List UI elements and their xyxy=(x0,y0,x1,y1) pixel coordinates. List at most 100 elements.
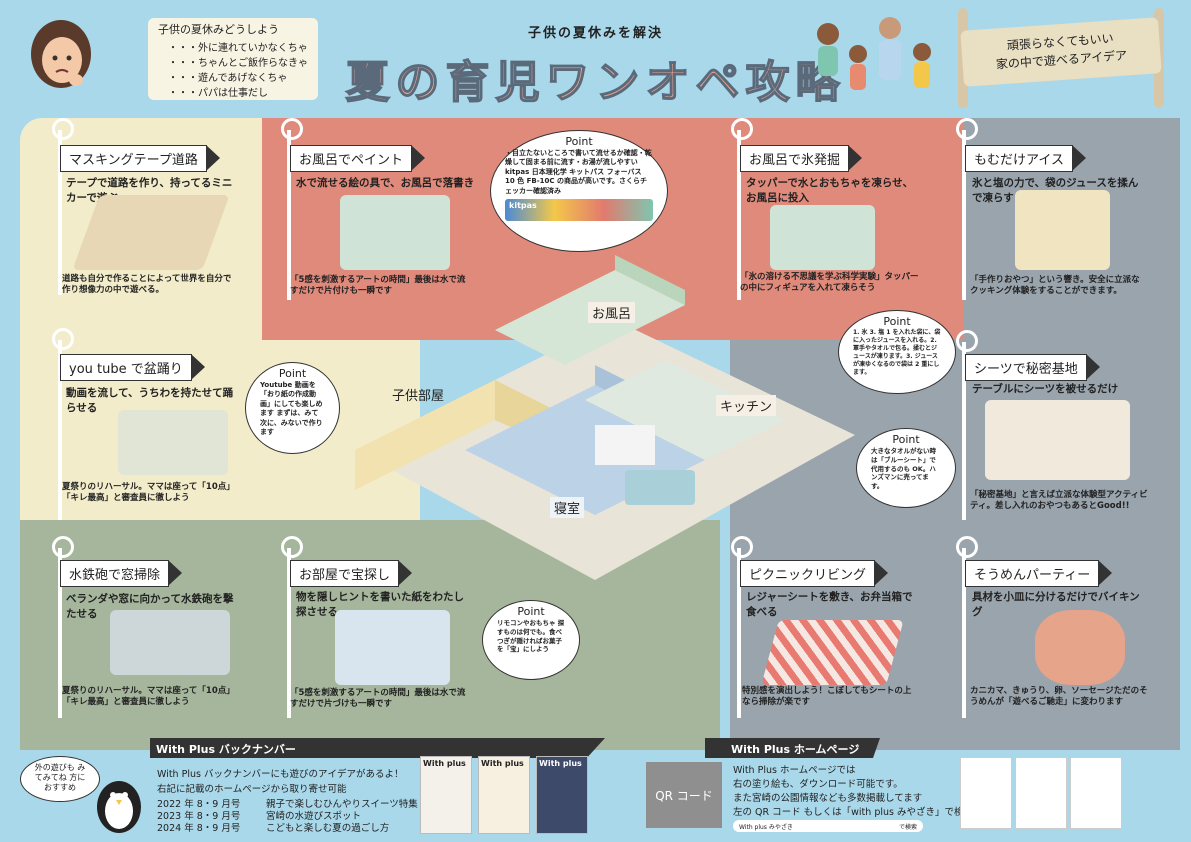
pin-picnic xyxy=(731,536,753,718)
room-label-kitchen: キッチン xyxy=(716,395,777,416)
card-desc-youtube: 動画を流して、うちわを持たせて踊らせる xyxy=(66,387,234,414)
point-youtube: Point Youtube 動画を「おり紙の作成動画」にしても楽しめます まずは… xyxy=(245,362,340,454)
card-note-youtube: 夏祭りのリハーサル。ママは座って「10点」「キレ最高」と審査員に徹しよう xyxy=(62,482,235,504)
pin-bath-ice xyxy=(731,118,753,300)
mom-avatar xyxy=(26,16,96,96)
coloring-page-3[interactable] xyxy=(1070,757,1122,829)
point-youtube-label: Point xyxy=(278,367,307,380)
banner-homepage: With Plus ホームページ xyxy=(705,738,880,758)
hp-line-4: 左の QR コード もしくは「with plus みやざき」で検索 xyxy=(733,807,973,818)
card-desc-somen: 具材を小皿に分けるだけでバイキング xyxy=(972,591,1140,618)
hp-line-2: 右の塗り絵も、ダウンロード可能です。 xyxy=(733,779,903,790)
penguin-mascot xyxy=(94,775,144,833)
house-floorplan xyxy=(345,250,865,595)
pin-treasure xyxy=(281,536,303,718)
card-note-sheets: 「秘密基地」と言えば立派な体験型アクティビティ。差し入れのおやつもあるとGood… xyxy=(970,490,1148,512)
search-box[interactable]: With plus みやざき で検索 xyxy=(733,820,923,832)
point-ice: Point 1. 氷 3. 塩 1 を入れた袋に、袋に入ったジュースを入れる。2… xyxy=(838,310,956,394)
card-note-bath-paint: 「5感を刺激するアートの時間」最後は水で流すだけで片付けも一瞬です xyxy=(290,275,466,297)
card-desc-bath-paint: 水で流せる絵の具で、お風呂で落書き xyxy=(296,177,475,189)
search-input[interactable]: With plus みやざき xyxy=(739,824,793,831)
picnic-illustration xyxy=(761,620,904,685)
card-note-masking: 道路も自分で作ることによって世界を自分で作り想像力の中で遊べる。 xyxy=(62,274,232,296)
issue-topic-1: 親子で楽しむひんやりスイーツ特集 xyxy=(266,799,418,810)
subtitle: 子供の夏休みを解決 xyxy=(527,26,663,41)
card-title-water-gun: 水鉄砲で窓掃除 xyxy=(60,560,183,587)
room-label-kids: 子供部屋 xyxy=(392,389,445,404)
page-title: 夏の育児ワンオペ攻略 xyxy=(345,56,846,109)
point-sheets: Point 大きなタオルがない時は「ブルーシート」で代用するのも OK。ハンズマ… xyxy=(856,428,956,508)
family-illustration xyxy=(806,10,946,110)
issue-date-2: 2023 年 8・9 月号 xyxy=(157,811,241,822)
momu-ice-illustration xyxy=(1015,190,1110,270)
card-note-treasure: 「5感を刺激するアートの時間」最後は水で流すだけで片づけも一瞬です xyxy=(290,688,466,710)
point-treasure-label: Point xyxy=(517,605,545,618)
card-title-picnic: ピクニックリビング xyxy=(740,560,889,587)
concern-title: 子供の夏休みどうしよう xyxy=(158,23,279,36)
card-desc-sheets: テーブルにシーツを被せるだけ xyxy=(972,383,1119,395)
card-desc-picnic: レジャーシートを敷き、お弁当箱で食べる xyxy=(746,591,913,618)
card-title-somen: そうめんパーティー xyxy=(965,560,1113,587)
card-note-somen: カニカマ、きゅうり、卵、ソーセージただのそうめんが「遊べるご馳走」に変わります xyxy=(970,686,1148,708)
card-note-picnic: 特別感を演出しよう！こぼしてもシートの上なら掃除が楽です xyxy=(742,686,912,708)
masking-illustration xyxy=(72,195,230,270)
backnumber-intro-2: 右記に記載のホームページから取り寄せ可能 xyxy=(157,784,347,795)
card-title-bath-paint: お風呂でペイント xyxy=(290,145,426,172)
card-note-momu-ice: 「手作りおやつ」という響き。安全に立派なクッキング体験をすることができます。 xyxy=(970,275,1140,297)
card-title-bath-ice: お風呂で氷発掘 xyxy=(740,145,863,172)
point-youtube-text: Youtube 動画を「おり紙の作成動画」にしても楽しめます まずは、みて次に、… xyxy=(260,381,323,437)
point-ice-text: 1. 氷 3. 塩 1 を入れた袋に、袋に入ったジュースを入れる。2. 軍手やタ… xyxy=(853,329,941,377)
card-title-momu-ice: もむだけアイス xyxy=(965,145,1086,172)
mascot-bubble: 外の遊びも みてみてね 方におすすめ xyxy=(20,756,100,802)
card-title-treasure: お部屋で宝探し xyxy=(290,560,413,587)
kitpas-product: kitpas xyxy=(505,199,653,222)
concern-1: ・・・外に連れていかなくちゃ xyxy=(168,42,308,54)
bath-ice-illustration xyxy=(770,205,875,270)
point-treasure: Point リモコンやおもちゃ 探すものは何でも。食べつぎが隠ければお菓子を「宝… xyxy=(482,600,580,680)
hp-line-3: また宮崎の公園情報なども多数掲載してます xyxy=(733,793,923,804)
pin-youtube xyxy=(52,328,74,520)
water-gun-illustration xyxy=(110,610,230,675)
search-button[interactable]: で検索 xyxy=(898,824,917,831)
hp-line-1: With Plus ホームページでは xyxy=(733,765,856,776)
issue-date-3: 2024 年 8・9 月号 xyxy=(157,823,241,834)
concern-box: 子供の夏休みどうしよう ・・・外に連れていかなくちゃ ・・・ちゃんとご飯作らなき… xyxy=(148,18,318,100)
concern-3: ・・・遊んであげなくちゃ xyxy=(168,72,288,84)
magazine-cover-1[interactable]: With plus xyxy=(420,756,472,834)
bath-paint-illustration xyxy=(340,195,450,270)
pin-sheets xyxy=(956,330,978,520)
concern-2: ・・・ちゃんとご飯作らなきゃ xyxy=(168,57,308,69)
somen-illustration xyxy=(1035,610,1125,685)
point-bath-label: Point xyxy=(565,135,593,148)
pin-bath-paint xyxy=(281,118,303,300)
issue-date-1: 2022 年 8・9 月号 xyxy=(157,799,241,810)
pin-water-gun xyxy=(52,536,74,718)
point-ice-label: Point xyxy=(883,315,911,328)
backnumber-intro-1: With Plus バックナンバーにも遊びのアイデアがあるよ！ xyxy=(157,769,404,780)
youtube-illustration xyxy=(118,410,228,475)
card-note-bath-ice: 「氷の溶ける不思議を学ぶ科学実験」タッパーの中にフィギュアを入れて凍らそう xyxy=(740,272,919,294)
card-desc-bath-ice: タッパーで水とおもちゃを凍らせ、お風呂に投入 xyxy=(746,177,914,204)
pin-masking xyxy=(52,118,74,295)
point-sheets-text: 大きなタオルがない時は「ブルーシート」で代用するのも OK。ハンズマンに売ってま… xyxy=(871,447,936,491)
card-desc-water-gun: ベランダや窓に向かって水鉄砲を撃たせる xyxy=(66,593,234,620)
card-title-masking: マスキングテープ道路 xyxy=(60,145,220,172)
treasure-illustration xyxy=(335,610,450,685)
pin-somen xyxy=(956,536,978,718)
card-note-water-gun: 夏祭りのリハーサル。ママは座って「10点」「キレ最高」と審査員に徹しよう xyxy=(62,686,235,708)
issue-topic-2: 宮崎の水遊びスポット xyxy=(266,811,362,822)
card-desc-treasure: 物を隠しヒントを書いた紙をわたし探させる xyxy=(296,591,464,618)
point-sheets-label: Point xyxy=(892,433,920,446)
wooden-sign: 頑張らなくてもいい 家の中で遊べるアイデア xyxy=(952,8,1170,108)
card-title-youtube: you tube で盆踊り xyxy=(60,354,205,381)
coloring-page-2[interactable] xyxy=(1015,757,1067,829)
qr-code[interactable]: QR コード xyxy=(646,762,722,828)
magazine-cover-2[interactable]: With plus xyxy=(478,756,530,834)
card-title-sheets: シーツで秘密基地 xyxy=(965,354,1100,381)
point-bath-text: ・目立たないところで書いて流せるか確認・乾燥して固まる前に流す・お湯が流しやすい… xyxy=(505,149,652,195)
magazine-cover-3[interactable]: With plus xyxy=(536,756,588,834)
coloring-page-1[interactable] xyxy=(960,757,1012,829)
point-bath: Point ・目立たないところで書いて流せるか確認・乾燥して固まる前に流す・お湯… xyxy=(490,130,668,252)
sheets-illustration xyxy=(985,400,1130,480)
room-label-bedroom: 寝室 xyxy=(550,497,585,518)
